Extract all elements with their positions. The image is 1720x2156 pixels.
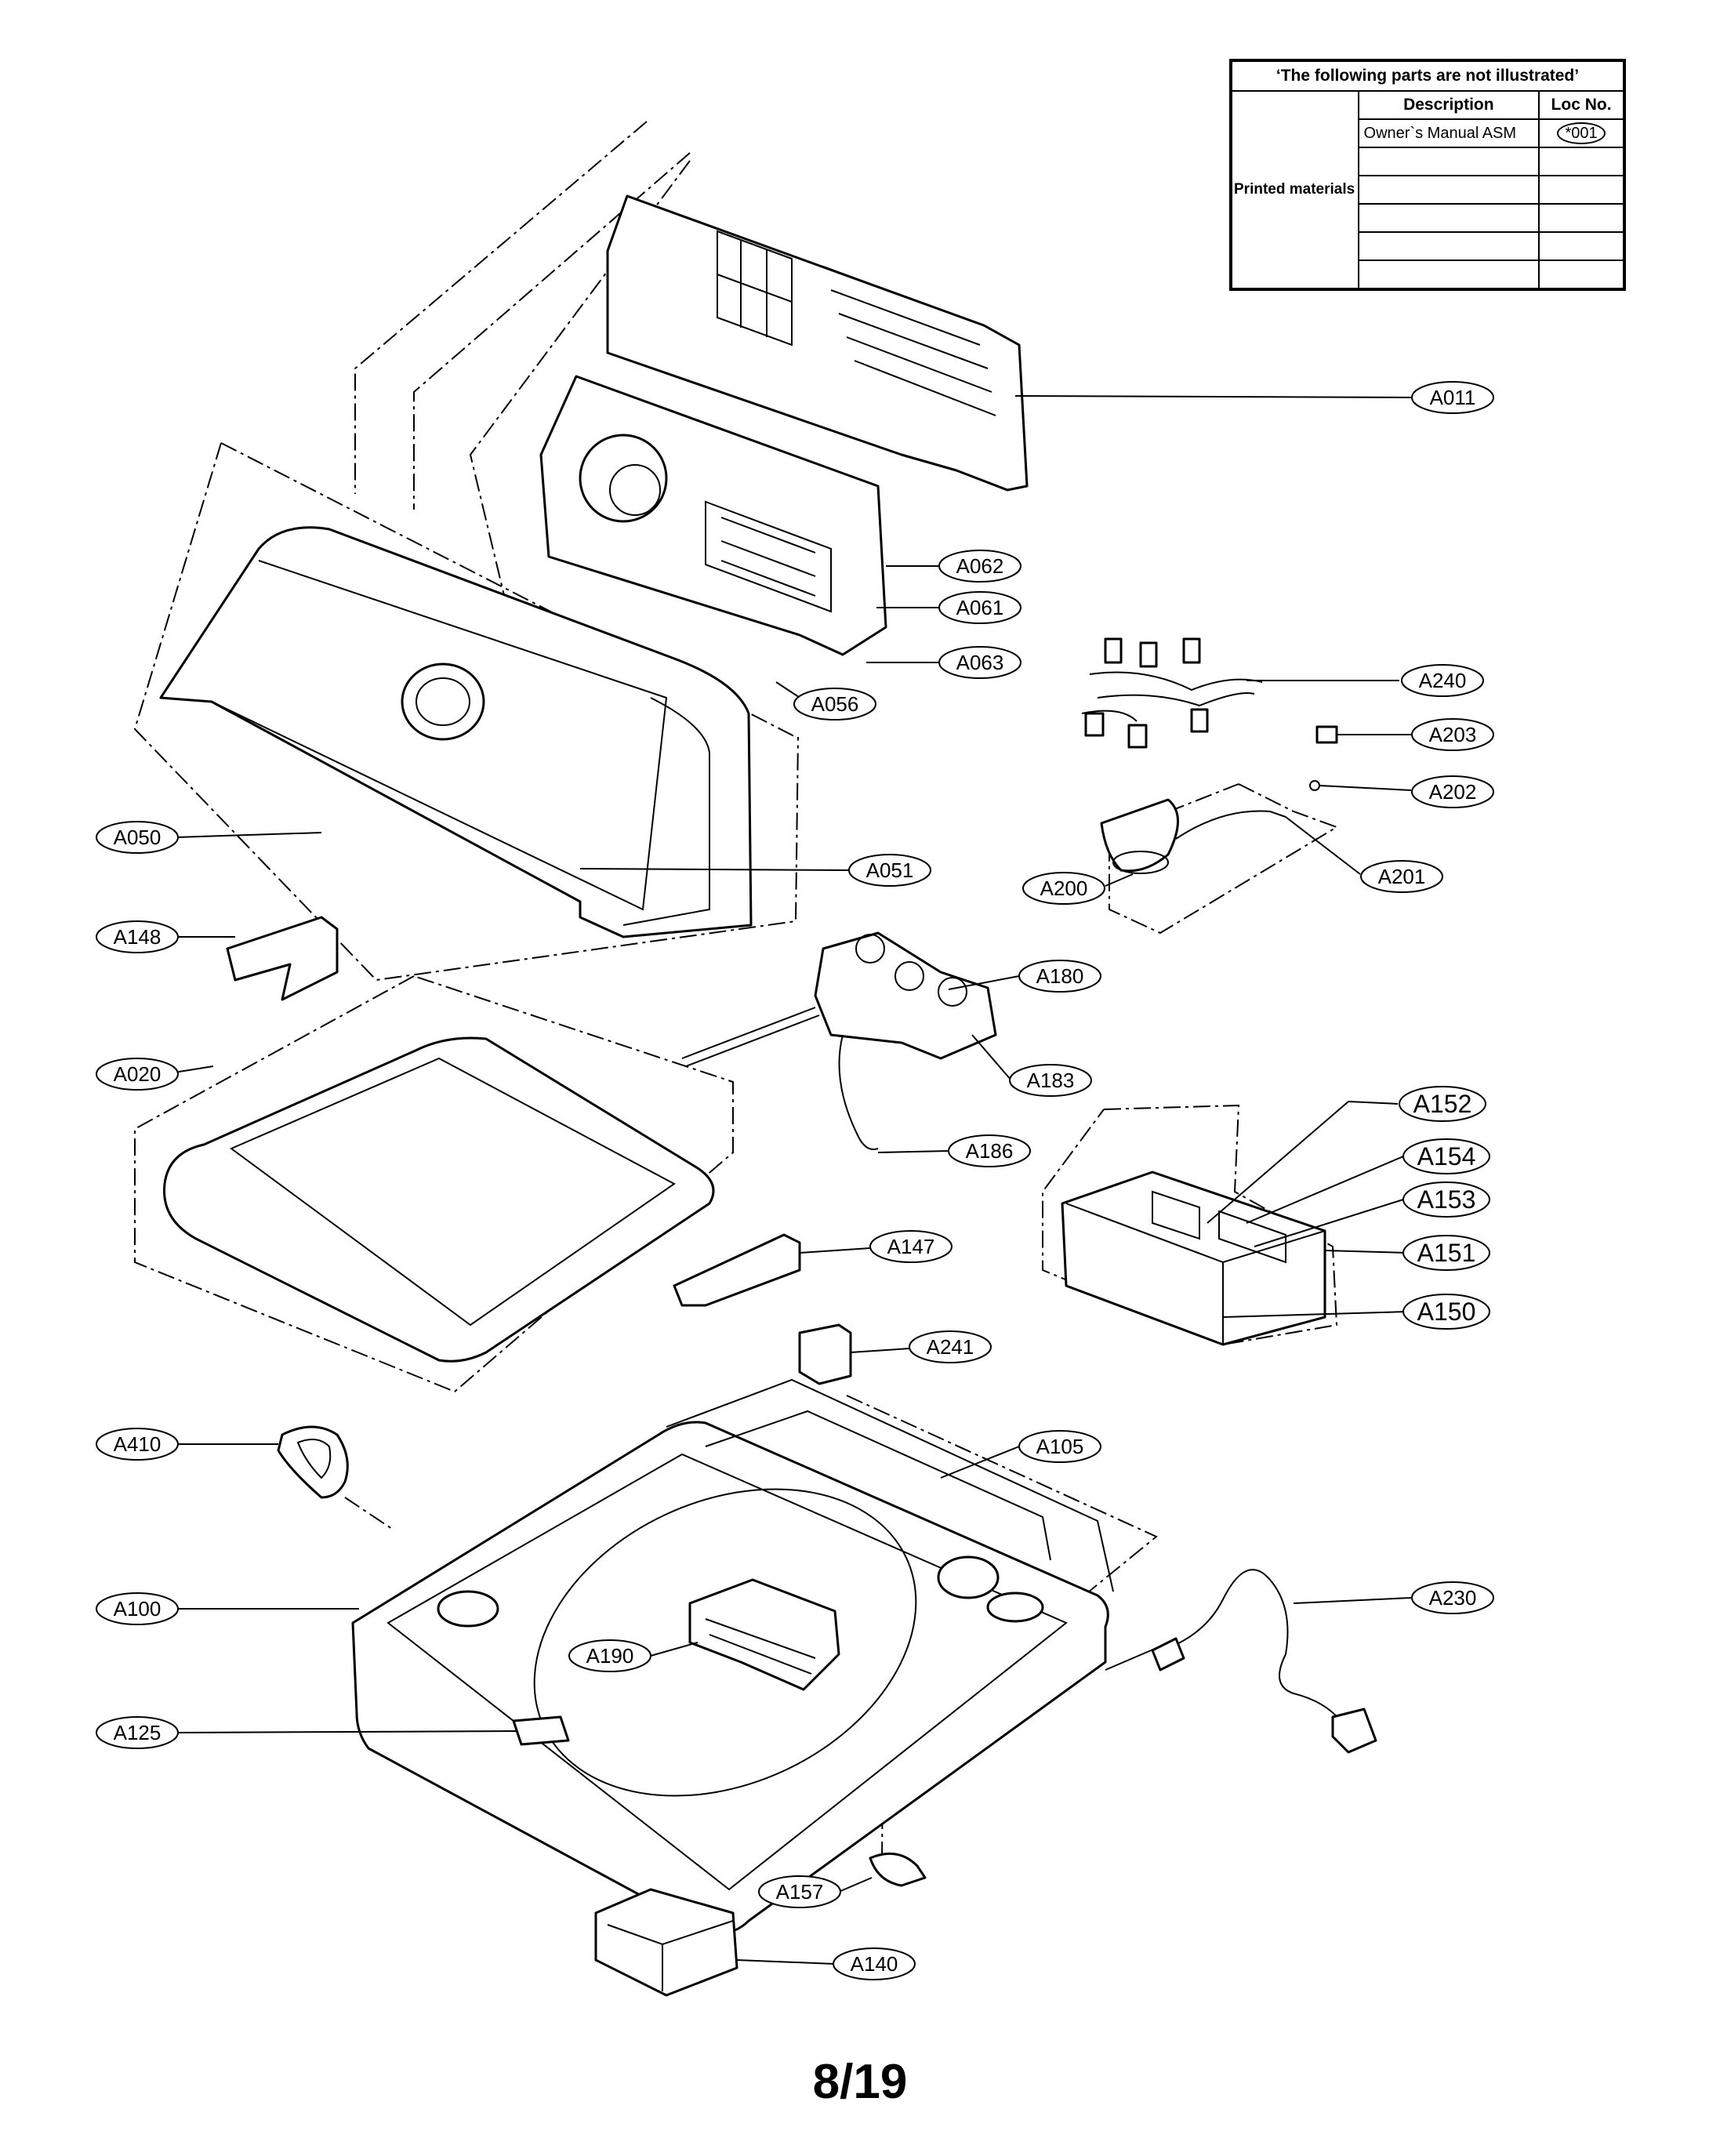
table-row xyxy=(1231,260,1625,290)
part-drawings xyxy=(159,194,1377,1997)
svg-text:A202: A202 xyxy=(1429,780,1477,804)
callout-A105: A105 xyxy=(1018,1430,1101,1463)
callout-A056: A056 xyxy=(793,688,876,720)
callout-A100: A100 xyxy=(96,1592,179,1625)
callout-A125: A125 xyxy=(96,1716,179,1749)
callout-A063: A063 xyxy=(938,646,1021,679)
callout-A011: A011 xyxy=(1411,381,1494,414)
callout-A051: A051 xyxy=(848,854,931,887)
callout-A190: A190 xyxy=(568,1639,651,1672)
svg-text:A151: A151 xyxy=(1417,1239,1476,1267)
svg-text:A183: A183 xyxy=(1027,1069,1075,1092)
table-row xyxy=(1231,147,1625,176)
svg-text:A020: A020 xyxy=(114,1062,161,1086)
callout-A153: A153 xyxy=(1402,1181,1490,1218)
row-description xyxy=(1357,260,1540,290)
svg-text:A190: A190 xyxy=(586,1644,634,1668)
row-description xyxy=(1357,147,1540,176)
callout-A200: A200 xyxy=(1022,872,1105,905)
svg-text:A201: A201 xyxy=(1378,865,1426,888)
svg-text:A063: A063 xyxy=(956,651,1004,674)
svg-text:A186: A186 xyxy=(966,1139,1014,1163)
row-description: Owner`s Manual ASM xyxy=(1357,118,1540,148)
row-loc-no xyxy=(1538,260,1625,290)
svg-text:A061: A061 xyxy=(956,596,1004,619)
callout-A241: A241 xyxy=(909,1330,992,1363)
svg-text:A157: A157 xyxy=(776,1880,824,1904)
row-description xyxy=(1357,175,1540,205)
svg-text:A147: A147 xyxy=(887,1235,935,1258)
svg-text:A230: A230 xyxy=(1429,1586,1477,1610)
callout-A201: A201 xyxy=(1360,860,1443,893)
header-loc-no: Loc No. xyxy=(1538,90,1625,120)
table-row: Owner`s Manual ASM *001 xyxy=(1231,118,1625,148)
callout-A157: A157 xyxy=(758,1875,841,1908)
category-printed-materials: Printed materials xyxy=(1230,90,1359,290)
callout-A230: A230 xyxy=(1411,1581,1494,1614)
callout-A203: A203 xyxy=(1411,718,1494,751)
row-description xyxy=(1357,203,1540,233)
table-row xyxy=(1231,231,1625,261)
callout-A150: A150 xyxy=(1402,1294,1490,1330)
callout-A020: A020 xyxy=(96,1058,179,1091)
svg-text:A056: A056 xyxy=(811,692,859,716)
svg-text:A154: A154 xyxy=(1417,1142,1476,1171)
row-loc-no xyxy=(1538,175,1625,205)
svg-text:A203: A203 xyxy=(1429,723,1477,746)
callout-A183: A183 xyxy=(1009,1064,1092,1097)
svg-text:A180: A180 xyxy=(1036,964,1084,988)
callout-A151: A151 xyxy=(1402,1235,1490,1271)
header-description: Description xyxy=(1357,90,1540,120)
svg-text:A050: A050 xyxy=(114,826,161,849)
svg-text:A062: A062 xyxy=(956,554,1004,578)
row-loc-no xyxy=(1538,203,1625,233)
row-loc-no xyxy=(1538,231,1625,261)
callout-A180: A180 xyxy=(1018,960,1101,993)
callout-A061: A061 xyxy=(938,591,1021,624)
callout-A410: A410 xyxy=(96,1428,179,1461)
svg-text:A200: A200 xyxy=(1040,877,1088,900)
svg-text:A148: A148 xyxy=(114,925,161,949)
callout-A186: A186 xyxy=(948,1134,1031,1167)
svg-text:A241: A241 xyxy=(927,1335,974,1359)
callout-A240: A240 xyxy=(1401,664,1484,697)
svg-text:A125: A125 xyxy=(114,1721,161,1744)
callout-A140: A140 xyxy=(833,1947,916,1980)
table-row xyxy=(1231,175,1625,205)
svg-text:A240: A240 xyxy=(1419,669,1467,692)
svg-text:A150: A150 xyxy=(1417,1298,1476,1326)
parts-not-illustrated-table: ‘The following parts are not illustrated… xyxy=(1229,59,1626,291)
callout-A152: A152 xyxy=(1399,1086,1486,1122)
svg-text:A051: A051 xyxy=(866,858,914,882)
table-title: ‘The following parts are not illustrated… xyxy=(1230,60,1625,92)
svg-text:A410: A410 xyxy=(114,1432,161,1456)
svg-text:A105: A105 xyxy=(1036,1435,1084,1458)
row-description xyxy=(1357,231,1540,261)
svg-text:A100: A100 xyxy=(114,1597,161,1621)
svg-text:A152: A152 xyxy=(1413,1090,1472,1118)
leader-lines xyxy=(173,395,1412,1965)
row-loc-no: *001 xyxy=(1557,122,1606,144)
callout-A148: A148 xyxy=(96,920,179,953)
callout-A050: A050 xyxy=(96,821,179,854)
table-row xyxy=(1231,203,1625,233)
callout-A202: A202 xyxy=(1411,775,1494,808)
row-loc-no xyxy=(1538,147,1625,176)
callout-A062: A062 xyxy=(938,550,1021,583)
svg-text:A153: A153 xyxy=(1417,1185,1476,1214)
svg-text:A140: A140 xyxy=(851,1952,898,1976)
page-number: 8/19 xyxy=(812,2055,908,2109)
callout-A147: A147 xyxy=(869,1230,953,1263)
svg-text:A011: A011 xyxy=(1430,386,1476,409)
callout-A154: A154 xyxy=(1402,1138,1490,1174)
